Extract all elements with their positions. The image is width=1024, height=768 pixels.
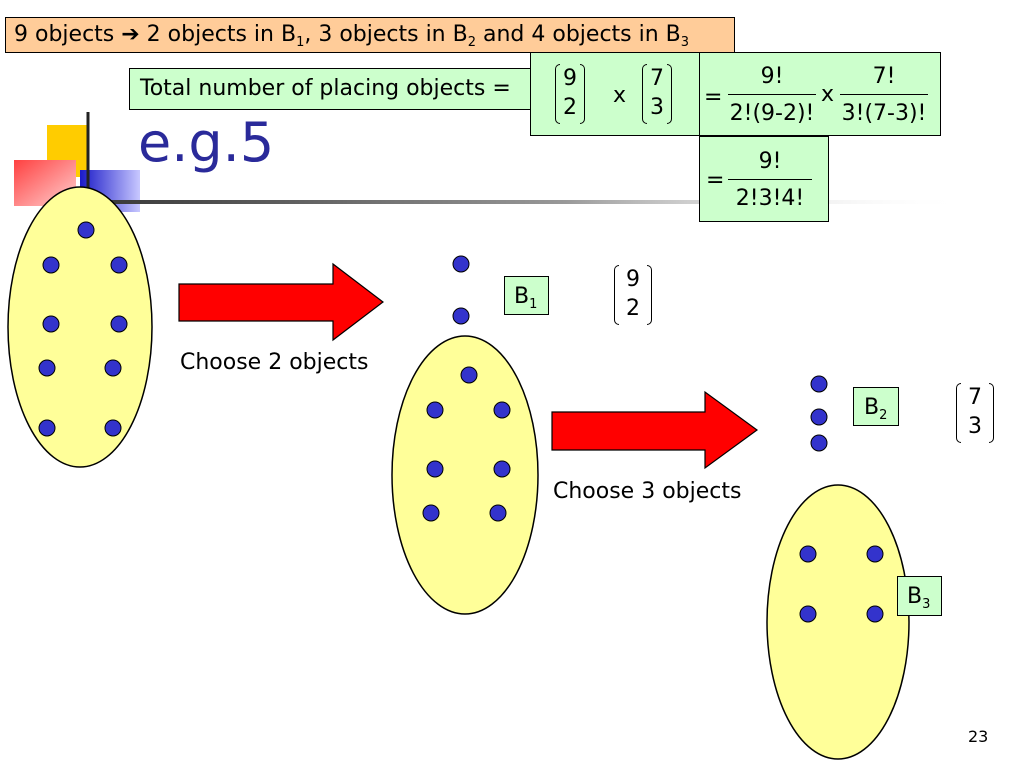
object-dot: [38, 419, 56, 437]
object-dot: [426, 460, 444, 478]
binomial-9-2-side: 9 2: [614, 265, 652, 327]
object-dot: [42, 256, 60, 274]
object-dot: [810, 375, 828, 393]
box-b2: B2: [853, 387, 899, 426]
fraction-simplified: 9! 2!3!4!: [728, 151, 812, 210]
object-dot: [38, 359, 56, 377]
equals-symbol: =: [704, 85, 723, 110]
total-label: Total number of placing objects =: [140, 76, 511, 101]
binomial-product-box: 9 2 x 7 3: [530, 52, 702, 136]
object-dot: [493, 401, 511, 419]
choose-3-label: Choose 3 objects: [553, 479, 742, 504]
fraction-9-over-2: 9! 2!(9-2)!: [728, 64, 816, 126]
times-symbol: x: [821, 82, 835, 107]
dots-group-4: [799, 545, 884, 623]
object-dot: [493, 460, 511, 478]
arrow-right-icon: [178, 262, 384, 342]
factorial-expansion-box: = 9! 2!(9-2)! x 7! 3!(7-3)!: [699, 52, 941, 136]
header-text: 9 objects ➔ 2 objects in B1, 3 objects i…: [14, 22, 690, 50]
object-dot: [452, 255, 470, 273]
object-dot: [460, 366, 478, 384]
object-dot: [866, 605, 884, 623]
header-banner: 9 objects ➔ 2 objects in B1, 3 objects i…: [5, 17, 735, 53]
object-dot: [810, 408, 828, 426]
binomial-7-3: 7 3: [642, 64, 672, 126]
binomial-9-2: 9 2: [555, 64, 585, 126]
simplified-fraction-box: = 9! 2!3!4!: [699, 136, 829, 222]
box-b3: B3: [897, 576, 942, 616]
box-b1: B1: [504, 276, 549, 315]
dots-chosen-b2: [810, 375, 828, 452]
object-dot: [110, 315, 128, 333]
arrow-right-icon: [551, 390, 759, 470]
object-dot: [799, 545, 817, 563]
object-dot: [422, 504, 440, 522]
total-label-box: Total number of placing objects =: [129, 68, 534, 110]
object-dot: [799, 605, 817, 623]
object-dot: [110, 256, 128, 274]
binomial-7-3-side: 7 3: [956, 383, 994, 445]
dots-group-7: [422, 366, 511, 522]
times-symbol: x: [613, 83, 627, 108]
object-dot: [426, 401, 444, 419]
group-ellipse-4: [766, 484, 910, 760]
choose-2-label: Choose 2 objects: [180, 350, 369, 375]
deco-horizontal-rule: [76, 200, 966, 204]
object-dot: [42, 315, 60, 333]
object-dot: [104, 419, 122, 437]
fraction-7-over-3: 7! 3!(7-3)!: [840, 64, 928, 126]
slide-title: e.g.5: [138, 111, 275, 174]
object-dot: [810, 434, 828, 452]
object-dot: [104, 359, 122, 377]
object-dot: [452, 307, 470, 325]
object-dot: [489, 504, 507, 522]
page-number: 23: [968, 727, 989, 746]
object-dot: [866, 545, 884, 563]
arrow-icon: ➔: [121, 22, 140, 47]
object-dot: [77, 221, 95, 239]
group-ellipse-9: [7, 186, 153, 468]
dots-group-9: [38, 221, 128, 437]
dots-chosen-b1: [452, 255, 470, 325]
equals-symbol: =: [706, 168, 725, 193]
